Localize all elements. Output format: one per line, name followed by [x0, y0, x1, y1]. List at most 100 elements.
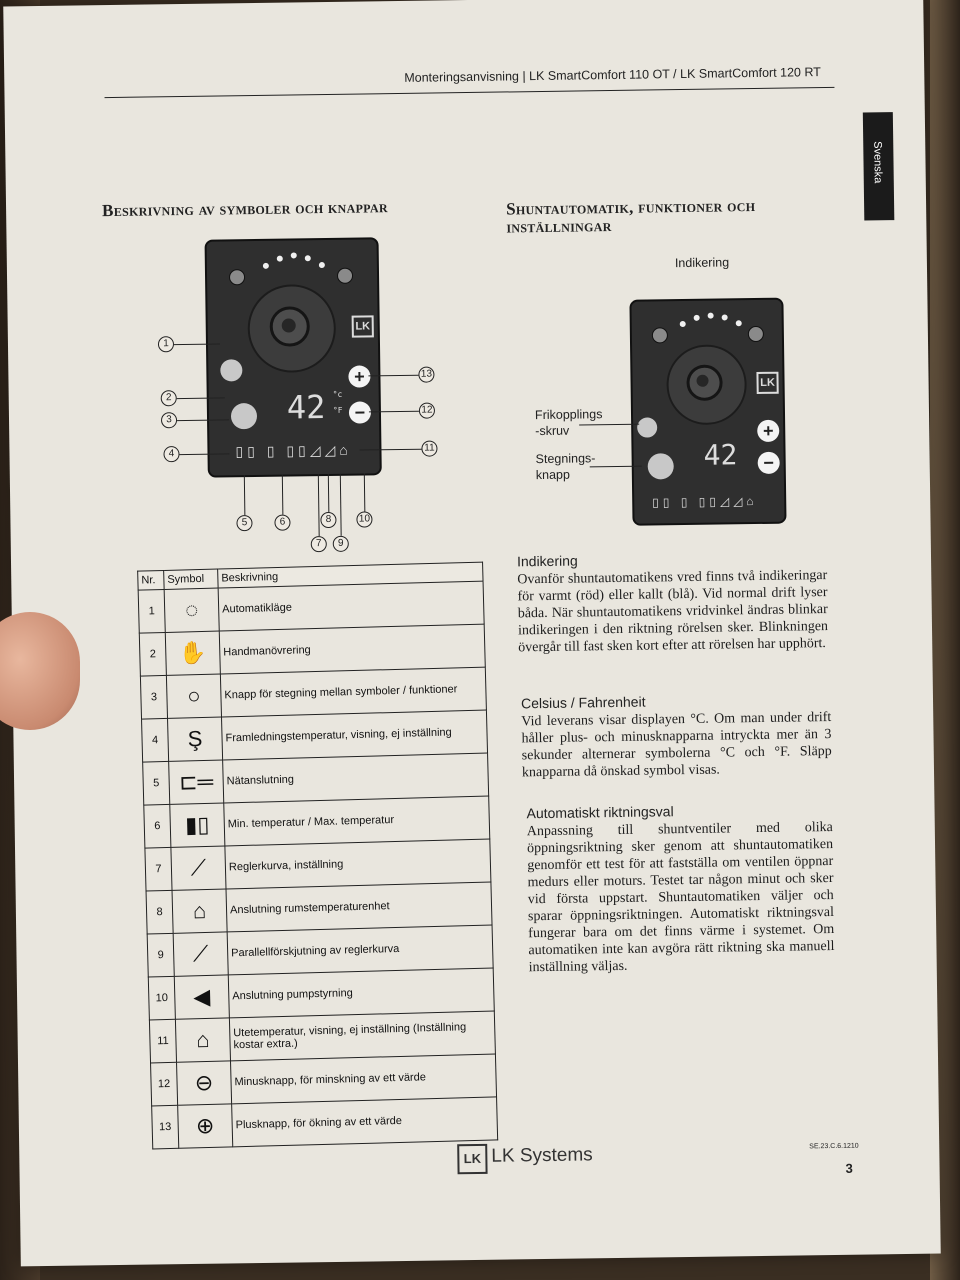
lk-logo: LK: [756, 371, 779, 395]
indicator-warm: [651, 327, 669, 344]
row-description: Minusknapp, för minskning av ett värde: [230, 1053, 497, 1104]
hand-icon: ✋: [165, 631, 221, 676]
brand-name: LK Systems: [491, 1144, 593, 1167]
row-description: Anslutning rumstemperaturenhet: [226, 882, 493, 932]
row-nr: 2: [139, 632, 167, 677]
unit-fahrenheit: °F: [332, 405, 343, 415]
callout-11: 11: [421, 440, 438, 457]
minus-button[interactable]: −: [757, 451, 780, 474]
table-row: 13⊕Plusknapp, för ökning av ett värde: [151, 1096, 498, 1149]
row-nr: 11: [149, 1019, 177, 1063]
led-dot: [262, 262, 269, 269]
control-curve-icon: ⟋: [170, 845, 227, 891]
leader-line: [368, 374, 419, 377]
step-button-icon: ○: [166, 674, 222, 719]
label-stegning-line1: Stegnings-: [535, 451, 596, 467]
leader-line: [363, 473, 366, 512]
row-description: Reglerkurva, inställning: [224, 839, 491, 889]
leader-line: [317, 474, 320, 537]
row-nr: 8: [146, 890, 174, 935]
callout-1: 1: [157, 336, 175, 353]
callout-12: 12: [418, 402, 436, 419]
symbol-table: Nr. Symbol Beskrivning 1◌Automatikläge 2…: [137, 562, 498, 1150]
flow-temperature-icon: Ş: [167, 717, 223, 762]
left-section-title: Beskrivning av symboler och knappar: [101, 197, 388, 221]
label-frikoppling-line2: -skruv: [535, 423, 570, 439]
plus-button[interactable]: +: [757, 419, 780, 442]
minus-button-icon: ⊖: [176, 1060, 232, 1106]
row-nr: 9: [147, 933, 175, 978]
section-title-celsius: Celsius / Fahrenheit: [520, 693, 646, 712]
row-description: Parallellförskjutning av reglerkurva: [227, 925, 494, 975]
row-nr: 10: [148, 976, 176, 1021]
mains-connection-icon: ⊏═: [168, 759, 224, 805]
indicator-cold: [336, 267, 354, 284]
row-description: Nätanslutning: [222, 753, 489, 803]
led-dot: [318, 262, 325, 269]
automatic-mode-icon: ◌: [164, 588, 220, 633]
plus-button[interactable]: +: [348, 365, 371, 388]
callout-8: 8: [320, 511, 337, 529]
document-code: SE.23.C.6.1210: [809, 1142, 859, 1151]
knob-center: [696, 374, 709, 387]
row-nr: 1: [138, 589, 166, 634]
finger: [0, 612, 80, 730]
minus-button[interactable]: −: [348, 401, 372, 424]
manual-page: Monteringsanvisning | LK SmartComfort 11…: [3, 0, 941, 1267]
col-header-nr: Nr.: [137, 570, 165, 591]
callout-5: 5: [236, 515, 253, 532]
led-dot: [276, 255, 283, 262]
row-description: Utetemperatur, visning, ej inställning (…: [229, 1010, 496, 1061]
row-nr: 5: [142, 761, 170, 806]
callout-6: 6: [274, 514, 291, 531]
leader-line: [368, 410, 419, 413]
room-sensor-icon: ⌂: [172, 888, 228, 934]
symbol-row: ▯▯ ▯ ▯▯◿◿⌂: [652, 494, 758, 510]
leader-line: [281, 474, 284, 515]
col-header-symbol: Symbol: [163, 569, 219, 590]
symbol-row: ▯▯ ▯ ▯▯◿◿⌂: [235, 441, 352, 460]
row-nr: 3: [140, 675, 168, 720]
leader-line: [243, 475, 246, 516]
release-screw: [220, 359, 243, 382]
led-dot: [679, 320, 686, 328]
callout-2: 2: [160, 390, 177, 407]
row-nr: 7: [144, 847, 173, 892]
leader-line: [359, 448, 422, 451]
pump-control-icon: ◀: [174, 974, 230, 1020]
row-nr: 6: [143, 804, 171, 849]
parallel-shift-icon: ⟋: [173, 931, 229, 977]
label-indikering: Indikering: [674, 255, 730, 271]
led-dot: [304, 255, 311, 262]
outdoor-temperature-icon: ⌂: [175, 1017, 231, 1063]
callout-9: 9: [332, 535, 349, 552]
led-dot: [735, 320, 742, 327]
row-description: Anslutning pumpstyrning: [228, 967, 495, 1018]
row-nr: 13: [151, 1105, 179, 1149]
callout-3: 3: [160, 412, 178, 429]
row-description: Automatikläge: [218, 581, 485, 632]
plus-button-icon: ⊕: [177, 1103, 233, 1149]
step-button[interactable]: [647, 453, 674, 480]
callout-13: 13: [418, 366, 435, 383]
controller-diagram-right: LK 42 + − ▯▯ ▯ ▯▯◿◿⌂: [629, 297, 787, 526]
min-max-temperature-icon: ▮▯: [169, 802, 225, 848]
leader-line: [339, 473, 342, 536]
section-title-indikering: Indikering: [516, 552, 578, 570]
led-dot: [721, 314, 728, 321]
step-button[interactable]: [230, 402, 258, 430]
row-description: Framledningstemperatur, visning, ej inst…: [221, 710, 488, 760]
led-dot: [693, 314, 700, 321]
display-value: 42: [703, 438, 738, 472]
callout-7: 7: [310, 536, 327, 553]
led-dot: [707, 312, 714, 319]
row-description: Min. temperatur / Max. temperatur: [223, 796, 490, 846]
section-text-celsius: Vid leverans visar displayen °C. Om man …: [521, 709, 832, 781]
section-text-riktningsval: Anpassning till shuntventiler med olika …: [526, 819, 835, 976]
row-description: Handmanövrering: [219, 624, 486, 675]
label-frikoppling-line1: Frikopplings: [534, 407, 603, 423]
page-number: 3: [845, 1160, 853, 1176]
knob-center: [281, 318, 296, 333]
section-title-riktningsval: Automatiskt riktningsval: [526, 803, 674, 822]
row-nr: 12: [150, 1062, 178, 1106]
